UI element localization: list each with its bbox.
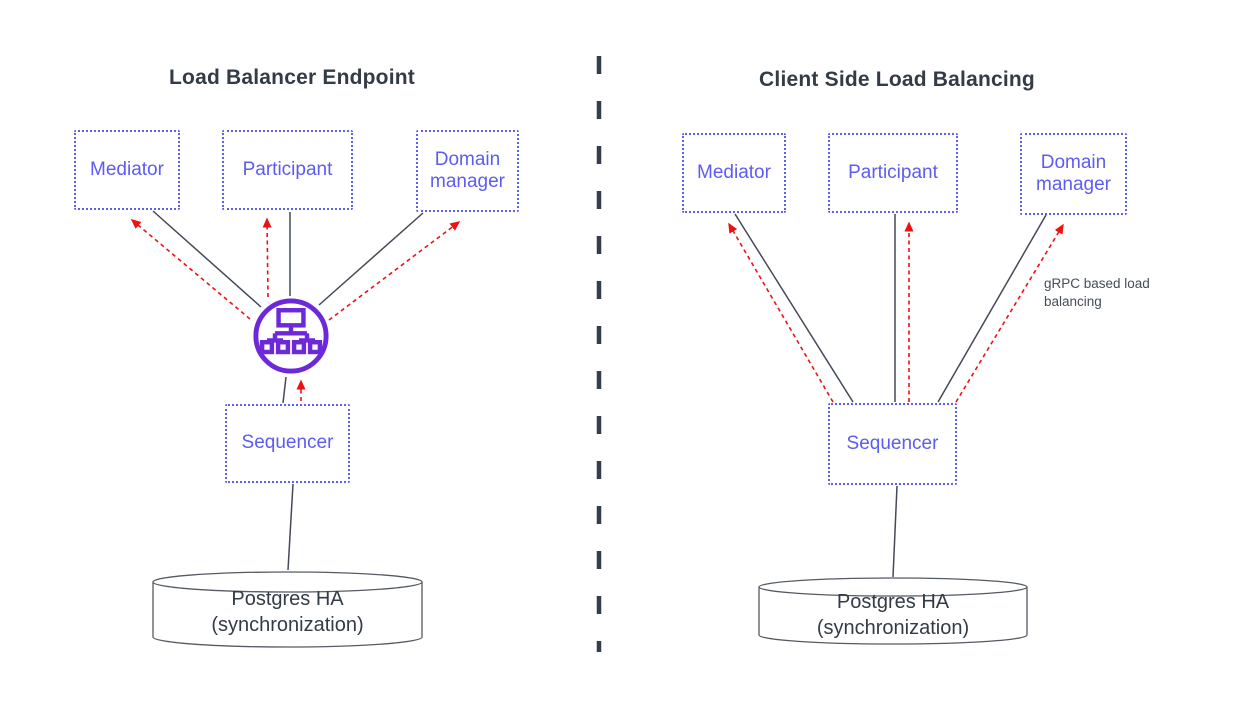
node-domain-manager-right: Domain manager [1020,133,1127,215]
right-solid-connectors [734,213,1047,578]
line-sequencer-to-domainmanager-r [937,214,1047,403]
database-cylinder-right: Postgres HA (synchronization) [758,577,1028,646]
node-sequencer-left: Sequencer [225,404,350,483]
arrow-sequencer-to-domainmanager-r [955,223,1064,403]
line-sequencer-to-db-right [892,485,898,578]
node-mediator-left: Mediator [74,130,180,210]
node-label: Mediator [90,158,164,180]
node-label: Domain manager [430,148,505,192]
line-mediator-to-lb [152,210,262,308]
arrow-lb-to-participant [262,217,272,298]
node-label: Sequencer [846,432,939,454]
right-red-arrows [728,221,1064,403]
node-mediator-right: Mediator [682,133,786,213]
node-label: Domain manager [1036,151,1111,195]
left-red-arrows [130,217,461,401]
database-subtitle: (synchronization) [211,613,364,636]
database-label: Postgres HA (synchronization) [758,590,1028,641]
arrow-sequencer-to-mediator-r [728,222,834,403]
node-participant-left: Participant [222,130,353,210]
database-cylinder-left: Postgres HA (synchronization) [152,571,423,649]
line-sequencer-to-mediator-r [734,213,854,403]
database-label: Postgres HA (synchronization) [152,587,423,638]
database-subtitle: (synchronization) [816,616,970,639]
arrow-lb-to-domainmanager [328,221,461,321]
database-name: Postgres HA [231,588,344,610]
node-sequencer-right: Sequencer [828,403,957,485]
left-panel-title: Load Balancer Endpoint [169,66,415,89]
line-domainmanager-to-lb [318,212,424,306]
load-balancer-icon [251,296,331,376]
grpc-annotation: gRPC based load balancing [1044,276,1150,309]
line-sequencer-to-db-left [287,483,294,571]
database-name: Postgres HA [836,591,950,613]
node-label: Mediator [697,161,771,183]
node-label: Sequencer [241,432,334,454]
node-participant-right: Participant [828,133,958,213]
node-domain-manager-left: Domain manager [416,130,519,212]
node-label: Participant [848,161,938,183]
arrow-lb-to-mediator [130,219,251,320]
right-panel-title: Client Side Load Balancing [759,68,1035,91]
left-solid-connectors [152,210,424,571]
line-lb-to-sequencer [282,376,287,404]
node-label: Participant [242,158,333,180]
